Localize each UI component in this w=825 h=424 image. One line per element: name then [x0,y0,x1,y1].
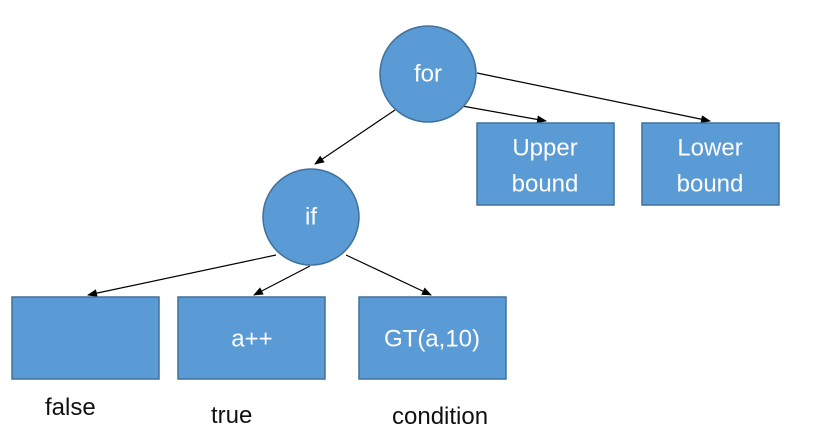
edge-if-to-condition [345,254,432,296]
caption-false: false [45,394,96,421]
true-branch-box: a++ [177,296,326,380]
condition-box: GT(a,10) [358,296,507,380]
edge-if-to-true [253,265,311,296]
lower-bound-box: Lower bound [641,122,780,206]
for-node: for [379,25,477,123]
caption-true: true [211,402,252,424]
edge-for-to-lower-bound [476,72,711,124]
edge-for-to-if [314,109,396,165]
upper-bound-box: Upper bound [476,122,615,206]
upper-bound-line2: bound [512,171,579,198]
condition-label: GT(a,10) [384,326,480,353]
if-node-label: if [305,204,317,231]
if-node: if [262,168,360,266]
lower-bound-line2: bound [677,171,744,198]
edge-for-to-upper-bound [461,105,547,124]
edge-if-to-false [87,254,277,298]
caption-condition: condition [392,403,488,424]
false-branch-box [11,296,160,380]
true-branch-label: a++ [231,326,272,353]
upper-bound-line1: Upper [512,135,577,162]
lower-bound-line1: Lower [677,135,742,162]
for-node-label: for [414,61,442,88]
